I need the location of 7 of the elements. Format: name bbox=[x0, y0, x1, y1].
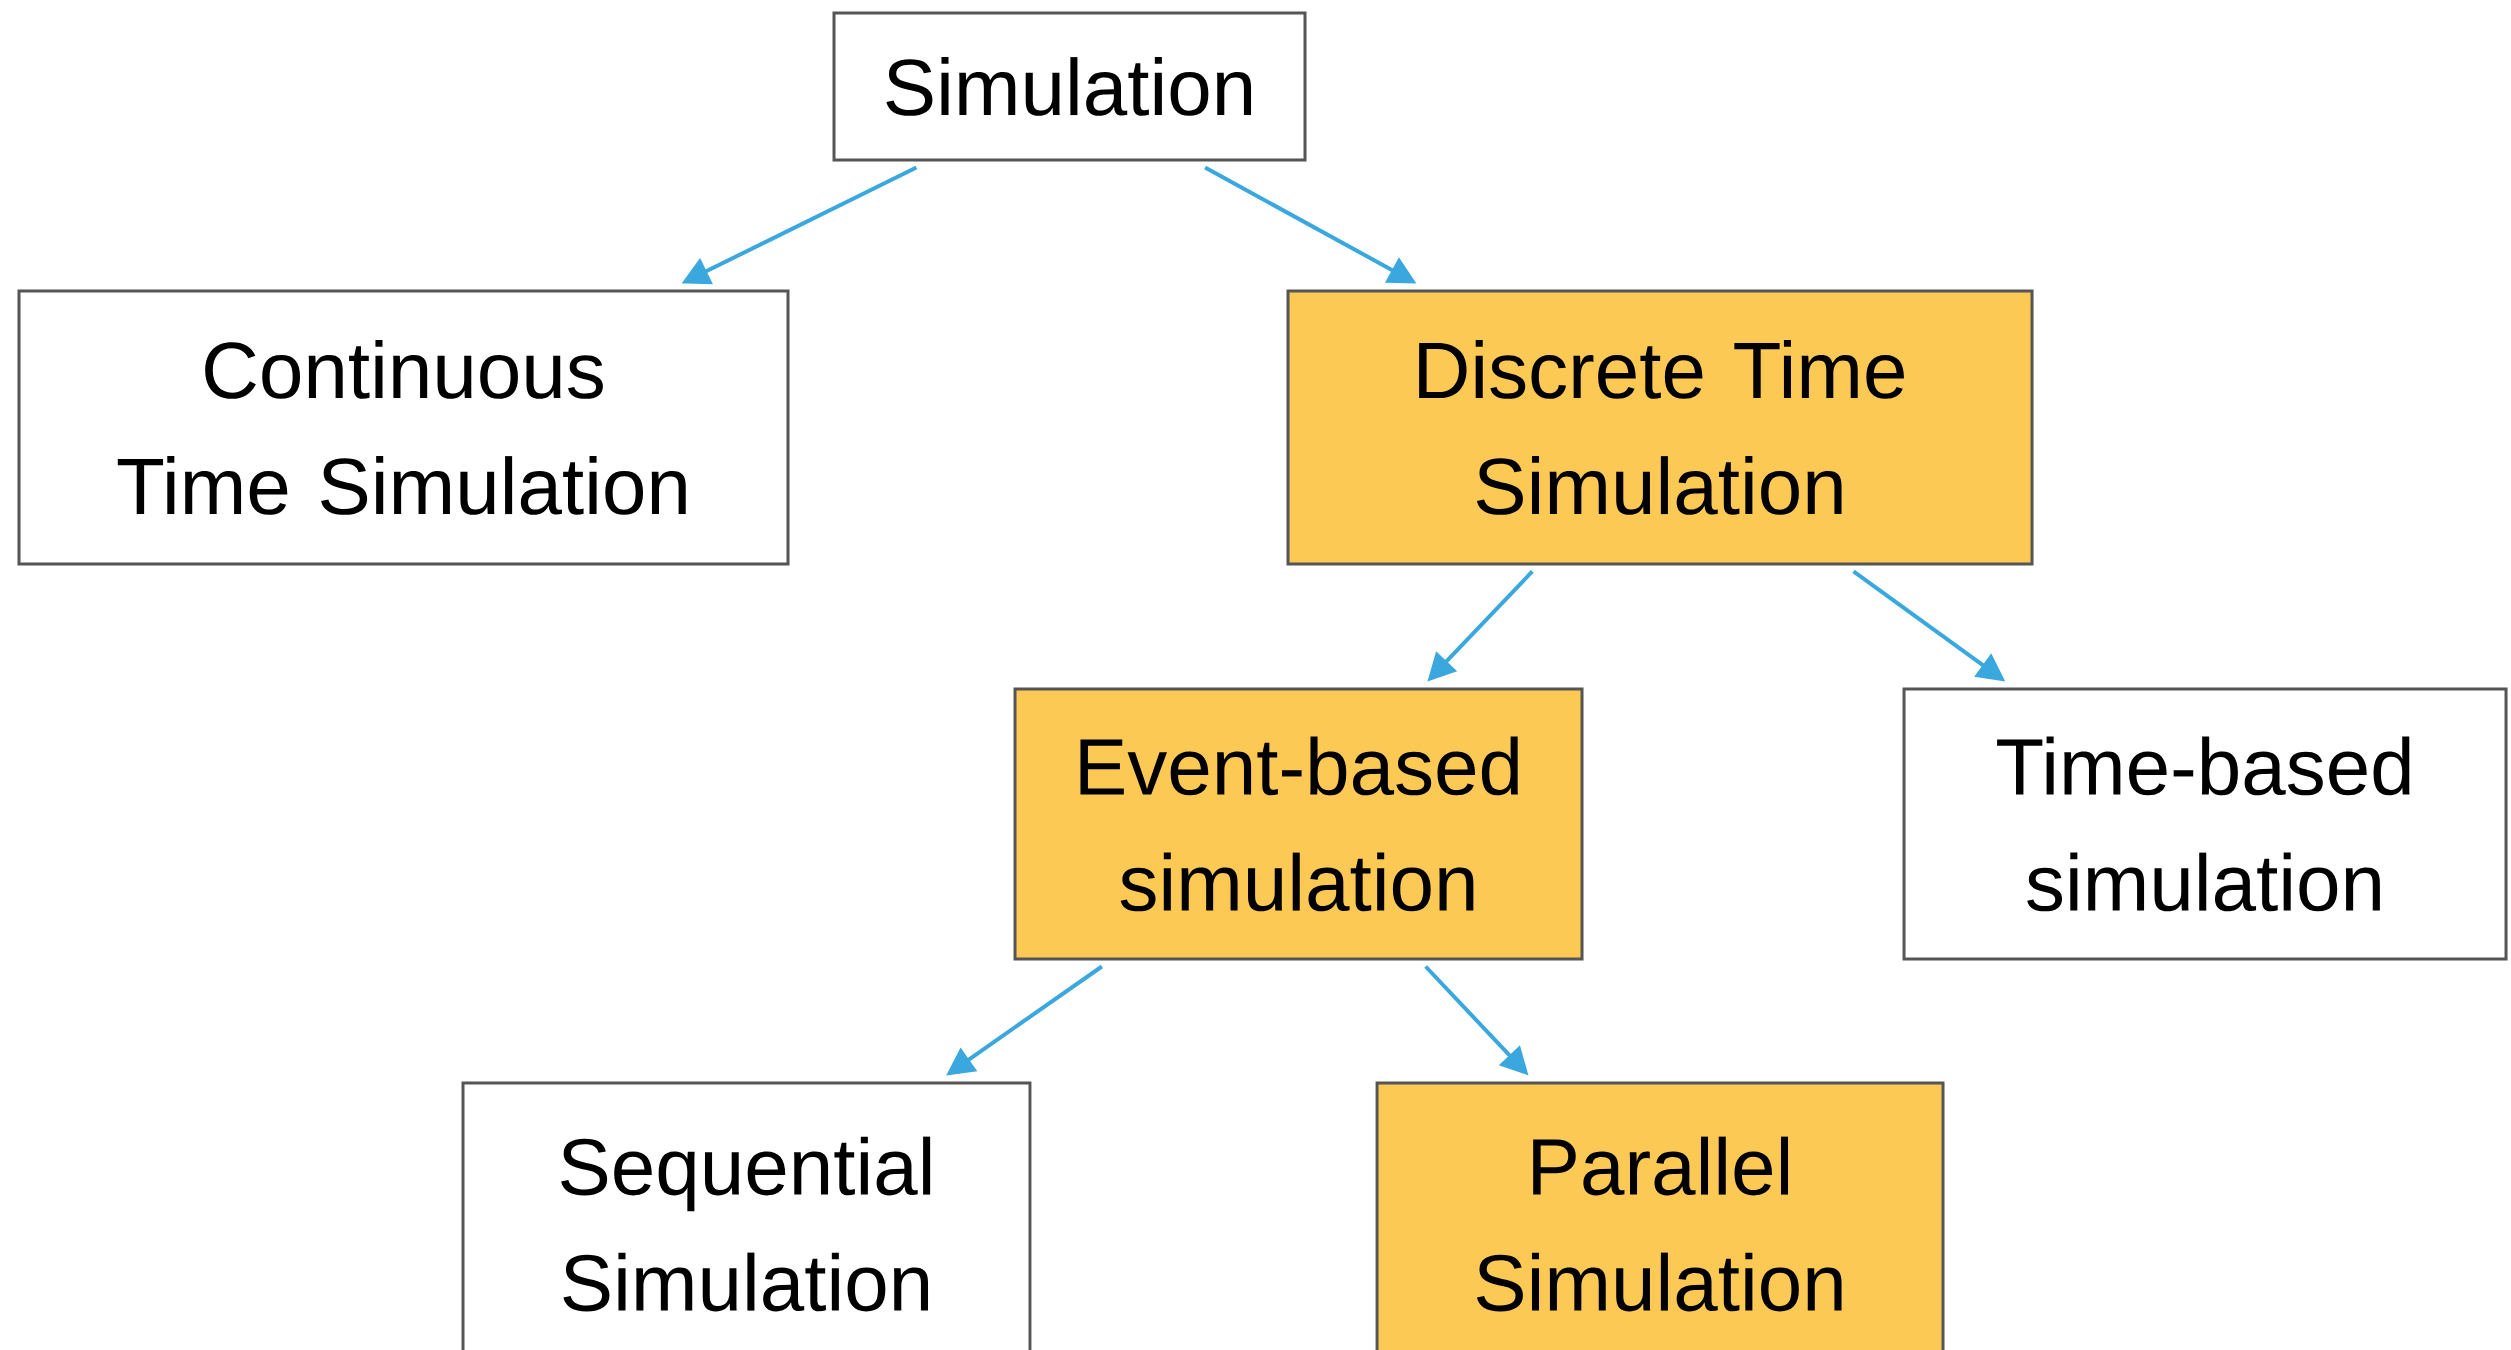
process-box: Event-based simulation bbox=[1013, 687, 1584, 961]
process-box: Sequential Simulation bbox=[461, 1081, 1032, 1350]
process-box: Discrete Time Simulation bbox=[1286, 289, 2034, 566]
process-box: Continuous Time Simulation bbox=[17, 289, 790, 566]
process-box: Parallel Simulation bbox=[1375, 1081, 1945, 1350]
process-box: Simulation bbox=[832, 11, 1307, 162]
process-box: Time-based simulation bbox=[1902, 687, 2508, 961]
